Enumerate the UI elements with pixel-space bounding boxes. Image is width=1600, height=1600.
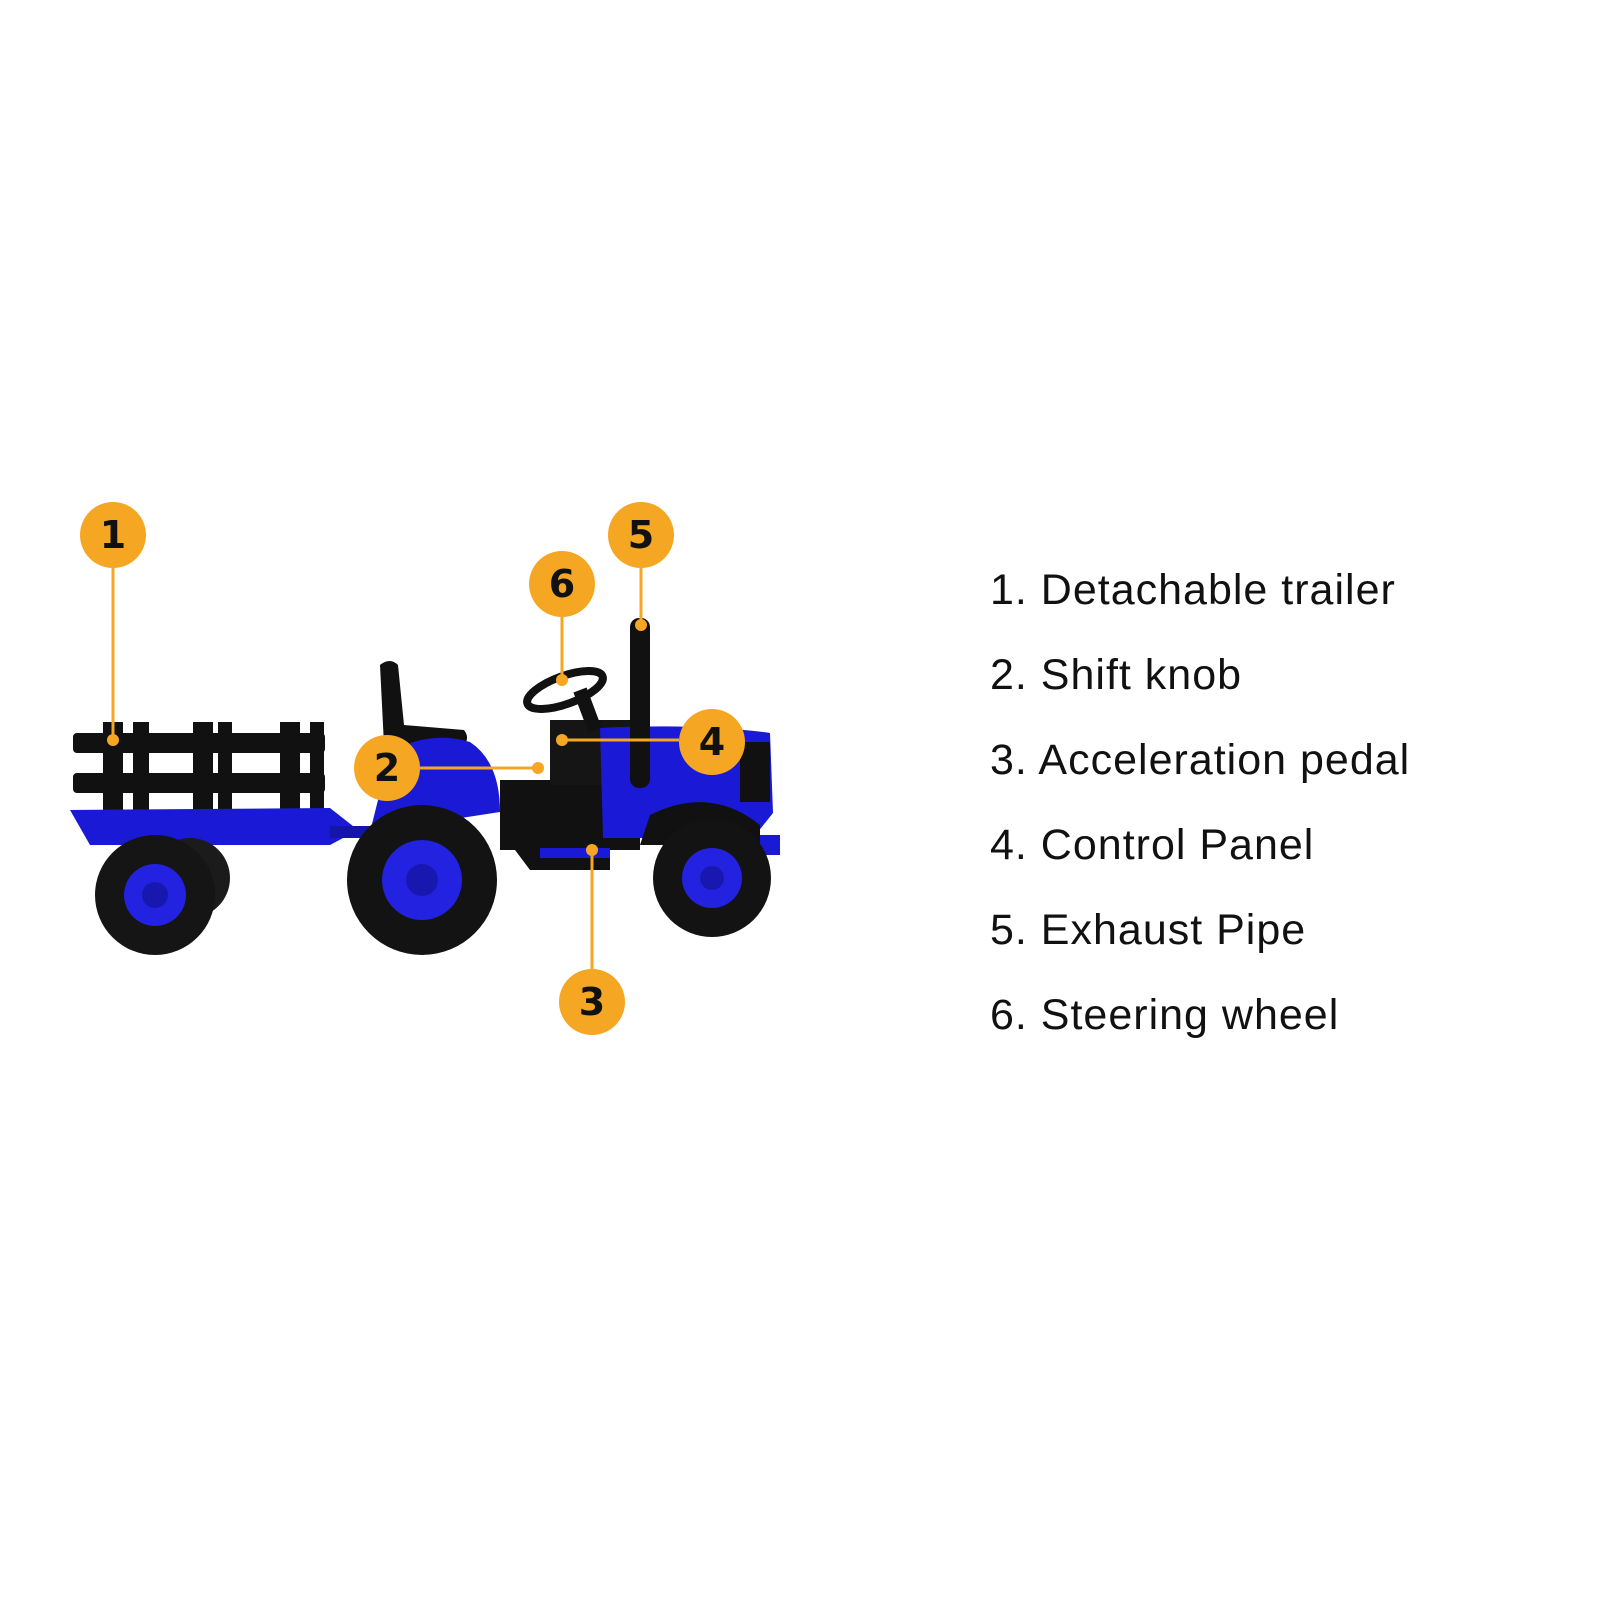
legend-item: 4. Control Panel	[990, 821, 1315, 869]
callout-4: 4	[679, 709, 745, 775]
callout-1: 1	[80, 502, 146, 568]
callout-2: 2	[354, 735, 420, 801]
leader-lines	[111, 568, 679, 969]
legend-item: 5. Exhaust Pipe	[990, 906, 1307, 954]
svg-text:1: 1	[100, 513, 126, 557]
legend-item: 2. Shift knob	[990, 651, 1243, 699]
legend-item: 3. Acceleration pedal	[990, 736, 1411, 784]
callout-5: 5	[608, 502, 674, 568]
legend-item: 6. Steering wheel	[990, 991, 1340, 1039]
svg-text:2: 2	[374, 746, 400, 790]
parts-legend: 1. Detachable trailer 2. Shift knob 3. A…	[990, 560, 1410, 1070]
legend-item: 1. Detachable trailer	[990, 566, 1396, 614]
svg-text:6: 6	[549, 562, 575, 606]
callout-3: 3	[559, 969, 625, 1035]
callout-6: 6	[529, 551, 595, 617]
trailer	[70, 722, 370, 955]
tractor-illustration	[70, 618, 780, 955]
leader-dots	[107, 619, 647, 856]
svg-text:5: 5	[628, 513, 654, 557]
svg-text:4: 4	[699, 720, 725, 764]
svg-text:3: 3	[579, 980, 605, 1024]
